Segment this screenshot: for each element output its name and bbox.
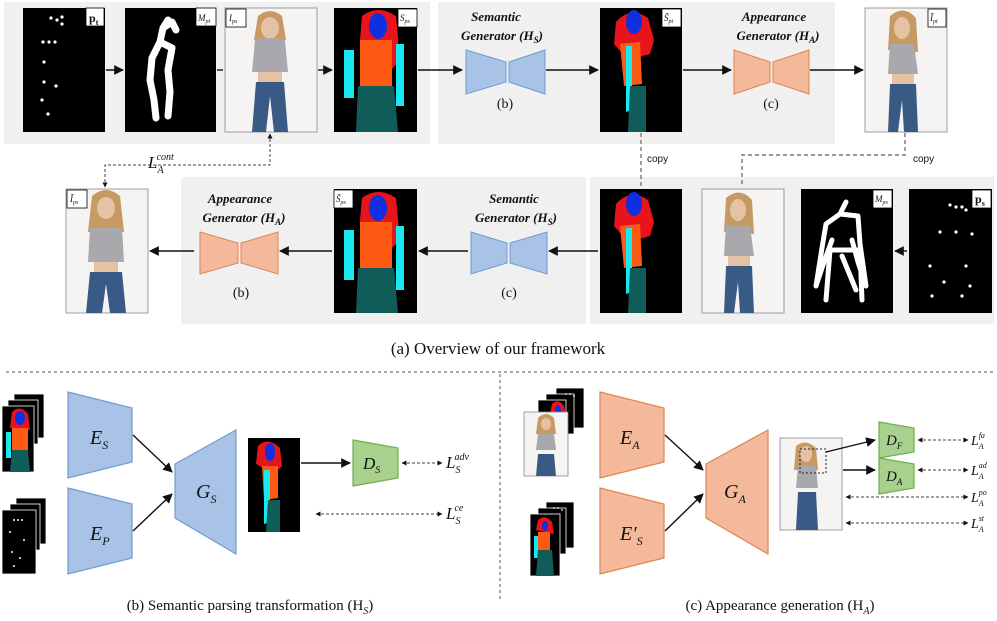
seg-final-label: S̃ps <box>336 194 347 206</box>
loss-ad: LAad <box>970 461 988 481</box>
generated-target-segmentation <box>600 8 682 132</box>
copy-label-seg: copy <box>647 154 668 165</box>
pose-source-label: ps <box>975 192 985 208</box>
panel-c-source-photo <box>523 411 569 477</box>
encoder-ep-label: EP <box>89 523 110 548</box>
copy-photo-connector <box>741 133 906 187</box>
generator-ga <box>705 428 769 556</box>
mask-source-label: Mps <box>874 194 889 206</box>
semantic-generator-bottom-title-line1: Semantic <box>489 191 539 206</box>
pose-target-label: pt <box>89 11 99 27</box>
appearance-generator-bottom-title-line2: Generator (HA) <box>203 210 286 227</box>
semantic-generator-title-line2: Generator (HS) <box>461 28 543 45</box>
copied-target-photo <box>701 188 785 314</box>
mask-source-image <box>801 189 893 313</box>
mask-target-label: Mpt <box>197 13 211 25</box>
seg-source-label: Sps <box>400 13 411 25</box>
encoder-es <box>67 391 133 479</box>
copied-target-segmentation <box>600 189 682 313</box>
encoder-es-label: ES <box>89 427 108 452</box>
panel-b-generated-seg <box>248 438 300 532</box>
semantic-generator-bottom-icon <box>470 231 548 275</box>
discriminator-da-label: DA <box>885 469 903 487</box>
appearance-generator-bottom-tag: (b) <box>233 286 250 301</box>
generator-gs <box>174 428 237 556</box>
seg-out-top-label: S̃pt <box>664 13 674 25</box>
copy-label-photo: copy <box>913 154 934 165</box>
content-loss-label: LAcont <box>147 152 174 176</box>
discriminator-da <box>878 457 915 495</box>
source-person-photo <box>224 7 318 133</box>
semantic-generator-top-tag: (b) <box>497 97 514 112</box>
appearance-generator-top-tag: (c) <box>763 97 779 112</box>
generated-target-photo <box>864 7 948 133</box>
caption-panel-b: (b) Semantic parsing transformation (HS) <box>127 598 374 617</box>
encoder-ea <box>599 391 665 479</box>
caption-overview: (a) Overview of our framework <box>391 339 606 358</box>
reconstructed-source-photo <box>65 188 149 314</box>
semantic-generator-bottom-title-line2: Generator (HS) <box>475 210 557 227</box>
discriminator-df <box>878 421 915 459</box>
pose-source-image <box>909 189 992 313</box>
panel-b-pose-stack <box>1 497 47 575</box>
panel-b-seg-stack <box>1 393 45 473</box>
semantic-generator-top-icon <box>465 49 546 95</box>
semantic-generator-bottom-tag: (c) <box>501 286 517 301</box>
appearance-generator-title-line1: Appearance <box>741 9 807 24</box>
mask-target-image <box>125 7 217 132</box>
semantic-generator-title-line1: Semantic <box>471 9 521 24</box>
image-source-label: Ips <box>228 13 238 25</box>
image-out-top-label: Ĩpt <box>929 13 938 25</box>
encoder-ea-label: EA <box>619 427 640 452</box>
encoder-ep <box>67 487 133 575</box>
discriminator-ds <box>352 439 399 487</box>
loss-st: LAst <box>970 514 985 534</box>
appearance-generator-title-line2: Generator (HA) <box>737 28 820 45</box>
caption-panel-c: (c) Appearance generation (HA) <box>686 598 875 617</box>
content-loss-connector <box>102 133 273 188</box>
loss-adv-s: LSadv <box>445 452 469 476</box>
encoder-es-prime <box>599 487 665 575</box>
discriminator-df-label: DF <box>885 433 903 451</box>
pose-target-image <box>23 7 105 132</box>
appearance-generator-top-icon <box>733 49 810 95</box>
generator-ga-label: GA <box>724 481 746 506</box>
encoder-es-prime-label: E′S <box>619 523 643 548</box>
reconstructed-source-segmentation <box>333 189 417 313</box>
loss-fa: LAfa <box>970 431 985 451</box>
panel-c-generated-photo <box>779 437 843 531</box>
generator-gs-label: GS <box>196 481 216 506</box>
appearance-generator-bottom-title-line1: Appearance <box>207 191 273 206</box>
loss-po: LApo <box>970 488 987 508</box>
loss-ce-s: LSce <box>445 503 464 527</box>
source-segmentation-map <box>334 8 418 132</box>
image-final-label: Ĩps <box>69 194 79 206</box>
panel-c-target-seg-stack <box>529 501 575 577</box>
discriminator-ds-label: DS <box>362 454 380 476</box>
appearance-generator-bottom-icon <box>199 231 279 275</box>
